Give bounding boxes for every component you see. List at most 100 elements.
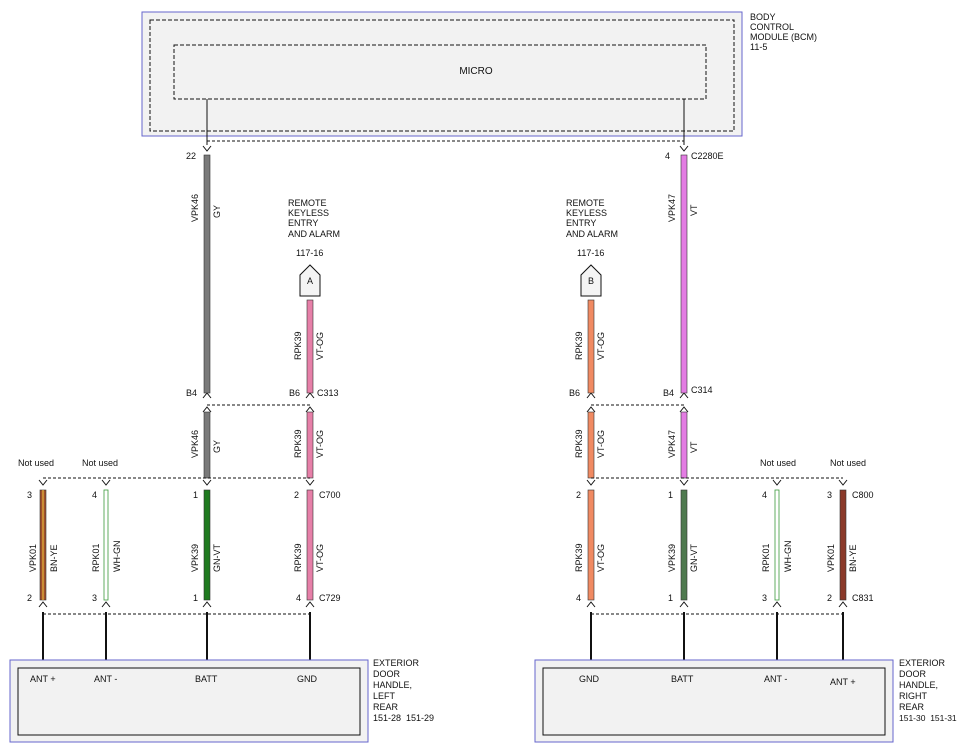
- wire-right-wh-gn: [774, 489, 780, 601]
- c800-label: C800: [852, 490, 874, 500]
- left-wire2-circuit: RPK01: [91, 543, 101, 572]
- right-pin-top-4: 3: [827, 490, 832, 500]
- pin-arrow: [679, 601, 689, 608]
- left-door-handle: ANT + ANT - BATT GND: [9, 659, 369, 743]
- wire-segments: [39, 154, 847, 601]
- right-terminal-batt: BATT: [671, 674, 694, 684]
- rke-b-top-color: VT-OG: [596, 332, 606, 360]
- left-terminal-batt: BATT: [195, 674, 218, 684]
- right-wire3-circuit: RPK01: [761, 543, 771, 572]
- left-terminal-ant-plus: ANT +: [30, 674, 56, 684]
- pin-arrow: [38, 479, 48, 486]
- pin-arrow: [679, 392, 689, 399]
- pin-arrow: [772, 479, 782, 486]
- c313-label: C313: [317, 388, 339, 398]
- rke-b-line-3: ENTRY: [566, 218, 596, 228]
- handle-leads: [42, 612, 844, 660]
- rke-a-mid-circuit: RPK39: [293, 429, 303, 458]
- pin-arrow: [305, 479, 315, 486]
- right-pin-top-2: 1: [668, 490, 673, 500]
- rke-b-line-2: KEYLESS: [566, 208, 607, 218]
- rke-b-c314-pin: B6: [569, 388, 580, 398]
- right-wire4-color: BN-YE: [848, 544, 858, 572]
- right-bcm-pin: 4: [665, 151, 670, 161]
- pin-arrow: [202, 392, 212, 399]
- rke-b-line-4: AND ALARM: [566, 229, 618, 239]
- wire-left-gy-mid: [203, 411, 211, 479]
- right-terminal-ant-plus: ANT +: [830, 677, 856, 687]
- rke-a-top-circuit: RPK39: [293, 331, 303, 360]
- left-wire1-color: BN-YE: [49, 544, 59, 572]
- right-pin-top-1: 2: [576, 490, 581, 500]
- right-pin-bottom-3: 3: [762, 593, 767, 603]
- right-wire1-color: VT-OG: [596, 544, 606, 572]
- right-handle-line-5: REAR: [899, 702, 925, 712]
- rke-a-letter: A: [307, 276, 313, 286]
- right-wire1-circuit: RPK39: [574, 543, 584, 572]
- right-handle-line-3: HANDLE,: [899, 680, 938, 690]
- right-door-handle: GND BATT ANT - ANT +: [534, 659, 894, 743]
- pin-arrow: [305, 601, 315, 608]
- right-not-used-2: Not used: [830, 458, 866, 468]
- micro-label: MICRO: [459, 66, 493, 77]
- c700-label: C700: [319, 490, 341, 500]
- right-top-circuit: VPK47: [667, 194, 677, 222]
- left-terminal-gnd: GND: [297, 674, 318, 684]
- wire-left-wh-gn: [103, 489, 109, 601]
- pin-arrow: [772, 601, 782, 608]
- left-handle-line-5: REAR: [373, 702, 399, 712]
- wire-rke-b-mid: [587, 411, 595, 479]
- wire-left-gy-top: [203, 154, 211, 394]
- left-bcm-pin: 22: [186, 151, 196, 161]
- wire-right-vt-top: [680, 154, 688, 394]
- right-top-color: VT: [689, 204, 699, 216]
- right-handle-name: EXTERIOR DOOR HANDLE, RIGHT REAR 151-30 …: [899, 658, 957, 723]
- wire-right-vt-og: [587, 489, 595, 601]
- rke-a-mid-color: VT-OG: [315, 430, 325, 458]
- bcm-name-line-3: MODULE (BCM): [750, 32, 817, 42]
- pin-arrow: [679, 479, 689, 486]
- pin-arrow: [679, 406, 689, 413]
- right-pin-bottom-2: 1: [668, 593, 673, 603]
- right-handle-line-6: 151-30 151-31: [899, 713, 957, 723]
- wire-right-gn-vt: [680, 489, 688, 601]
- rke-b-mid-circuit: RPK39: [574, 429, 584, 458]
- left-wire3-color: GN-VT: [212, 544, 222, 573]
- right-mid-color: VT: [689, 441, 699, 453]
- left-wire2-color: WH-GN: [112, 541, 122, 573]
- bcm-module: MICRO: [141, 11, 743, 137]
- left-c313-pin: B4: [186, 388, 197, 398]
- rke-b-mid-color: VT-OG: [596, 430, 606, 458]
- pin-arrow: [586, 601, 596, 608]
- wire-rke-b-top: [587, 299, 595, 394]
- left-handle-line-3: HANDLE,: [373, 680, 412, 690]
- right-wire4-circuit: VPK01: [826, 544, 836, 572]
- rke-a-block: REMOTE KEYLESS ENTRY AND ALARM 117-16 A: [288, 198, 340, 297]
- bcm-name-line-2: CONTROL: [750, 22, 794, 32]
- wire-labels: VPK46 GY VPK47 VT RPK39 VT-OG RPK39 VT-O…: [28, 194, 858, 572]
- left-not-used-2: Not used: [82, 458, 118, 468]
- left-terminal-ant-minus: ANT -: [94, 674, 117, 684]
- left-wire1-circuit: VPK01: [28, 544, 38, 572]
- pin-arrow: [838, 601, 848, 608]
- right-wire3-color: WH-GN: [783, 541, 793, 573]
- right-pin-top-3: 4: [762, 490, 767, 500]
- pin-arrow: [202, 601, 212, 608]
- right-bcm-connector: C2280E: [691, 151, 724, 161]
- pin-arrow: [586, 392, 596, 399]
- rke-b-line-1: REMOTE: [566, 198, 605, 208]
- left-not-used-1: Not used: [18, 458, 54, 468]
- right-handle-line-1: EXTERIOR: [899, 658, 946, 668]
- pin-arrows: [38, 145, 848, 608]
- left-mid-circuit: VPK46: [190, 430, 200, 458]
- rke-b-block: REMOTE KEYLESS ENTRY AND ALARM 117-16 B: [566, 198, 618, 297]
- rke-b-pentagon: [580, 264, 602, 297]
- left-wire4-color: VT-OG: [315, 544, 325, 572]
- left-pin-top-2: 4: [92, 490, 97, 500]
- wire-left-gn-vt: [203, 489, 211, 601]
- rke-a-c313-pin: B6: [289, 388, 300, 398]
- left-pin-bottom-3: 1: [193, 593, 198, 603]
- pin-arrow: [38, 601, 48, 608]
- left-handle-line-6: 151-28 151-29: [373, 713, 434, 723]
- left-handle-name: EXTERIOR DOOR HANDLE, LEFT REAR 151-28 1…: [373, 658, 434, 723]
